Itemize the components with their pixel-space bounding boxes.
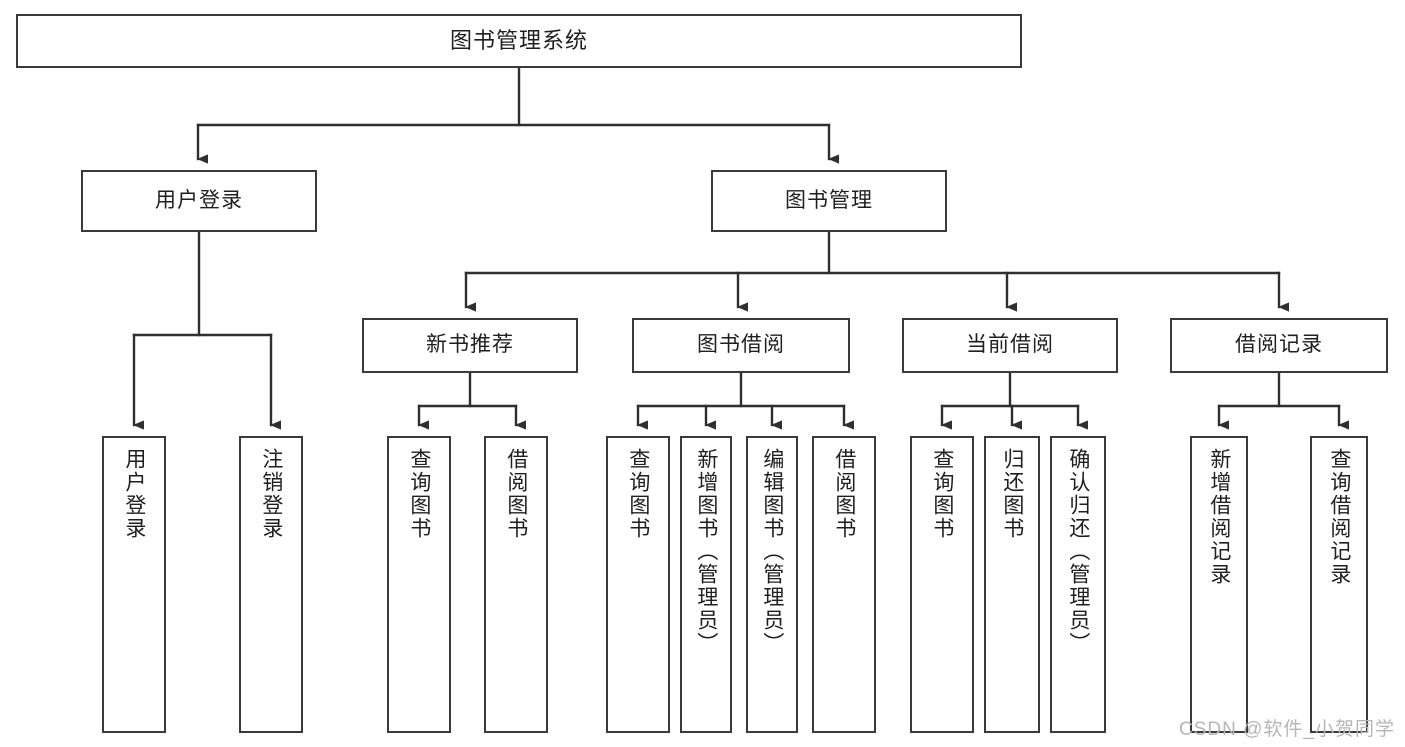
leaf-query-book-2-label: 查询图书 xyxy=(626,448,650,540)
leaf-add-borrow-record-label: 新增借阅记录 xyxy=(1207,448,1231,586)
leaf-query-book-1[interactable]: 查询图书 xyxy=(387,436,451,733)
leaf-query-book-3[interactable]: 查询图书 xyxy=(910,436,974,733)
node-new-book-recommend-label: 新书推荐 xyxy=(426,333,514,357)
node-new-book-recommend[interactable]: 新书推荐 xyxy=(362,318,578,373)
leaf-user-login[interactable]: 用户登录 xyxy=(102,436,166,733)
leaf-confirm-return[interactable]: 确认归还（管理员） xyxy=(1050,436,1106,733)
leaf-borrow-book-1[interactable]: 借阅图书 xyxy=(484,436,548,733)
leaf-return-book[interactable]: 归还图书 xyxy=(984,436,1040,733)
leaf-edit-book[interactable]: 编辑图书（管理员） xyxy=(746,436,798,733)
node-book-manage[interactable]: 图书管理 xyxy=(711,170,947,232)
leaf-user-login-label: 用户登录 xyxy=(122,448,146,540)
leaf-add-book-label: 新增图书（管理员） xyxy=(694,448,718,655)
leaf-add-book[interactable]: 新增图书（管理员） xyxy=(680,436,732,733)
node-current-borrow-label: 当前借阅 xyxy=(966,333,1054,357)
leaf-query-borrow-record-label: 查询借阅记录 xyxy=(1327,448,1351,586)
node-user-login[interactable]: 用户登录 xyxy=(81,170,317,232)
leaf-query-book-1-label: 查询图书 xyxy=(407,448,431,540)
node-borrow-record[interactable]: 借阅记录 xyxy=(1170,318,1388,373)
node-book-manage-label: 图书管理 xyxy=(785,188,873,212)
leaf-logout-label: 注销登录 xyxy=(259,448,283,540)
leaf-borrow-book-2[interactable]: 借阅图书 xyxy=(812,436,876,733)
node-user-login-label: 用户登录 xyxy=(155,188,243,212)
leaf-query-book-2[interactable]: 查询图书 xyxy=(606,436,670,733)
leaf-query-book-3-label: 查询图书 xyxy=(930,448,954,540)
leaf-confirm-return-label: 确认归还（管理员） xyxy=(1066,448,1090,655)
node-current-borrow[interactable]: 当前借阅 xyxy=(902,318,1118,373)
leaf-add-borrow-record[interactable]: 新增借阅记录 xyxy=(1190,436,1248,733)
node-root-label: 图书管理系统 xyxy=(449,28,588,54)
leaf-borrow-book-2-label: 借阅图书 xyxy=(832,448,856,540)
leaf-query-borrow-record[interactable]: 查询借阅记录 xyxy=(1310,436,1368,733)
node-book-borrow-label: 图书借阅 xyxy=(697,333,785,357)
leaf-logout[interactable]: 注销登录 xyxy=(239,436,303,733)
leaf-borrow-book-1-label: 借阅图书 xyxy=(504,448,528,540)
leaf-return-book-label: 归还图书 xyxy=(1000,448,1024,540)
leaf-edit-book-label: 编辑图书（管理员） xyxy=(760,448,784,655)
node-borrow-record-label: 借阅记录 xyxy=(1235,333,1323,357)
node-root[interactable]: 图书管理系统 xyxy=(16,14,1022,68)
node-book-borrow[interactable]: 图书借阅 xyxy=(632,318,850,373)
